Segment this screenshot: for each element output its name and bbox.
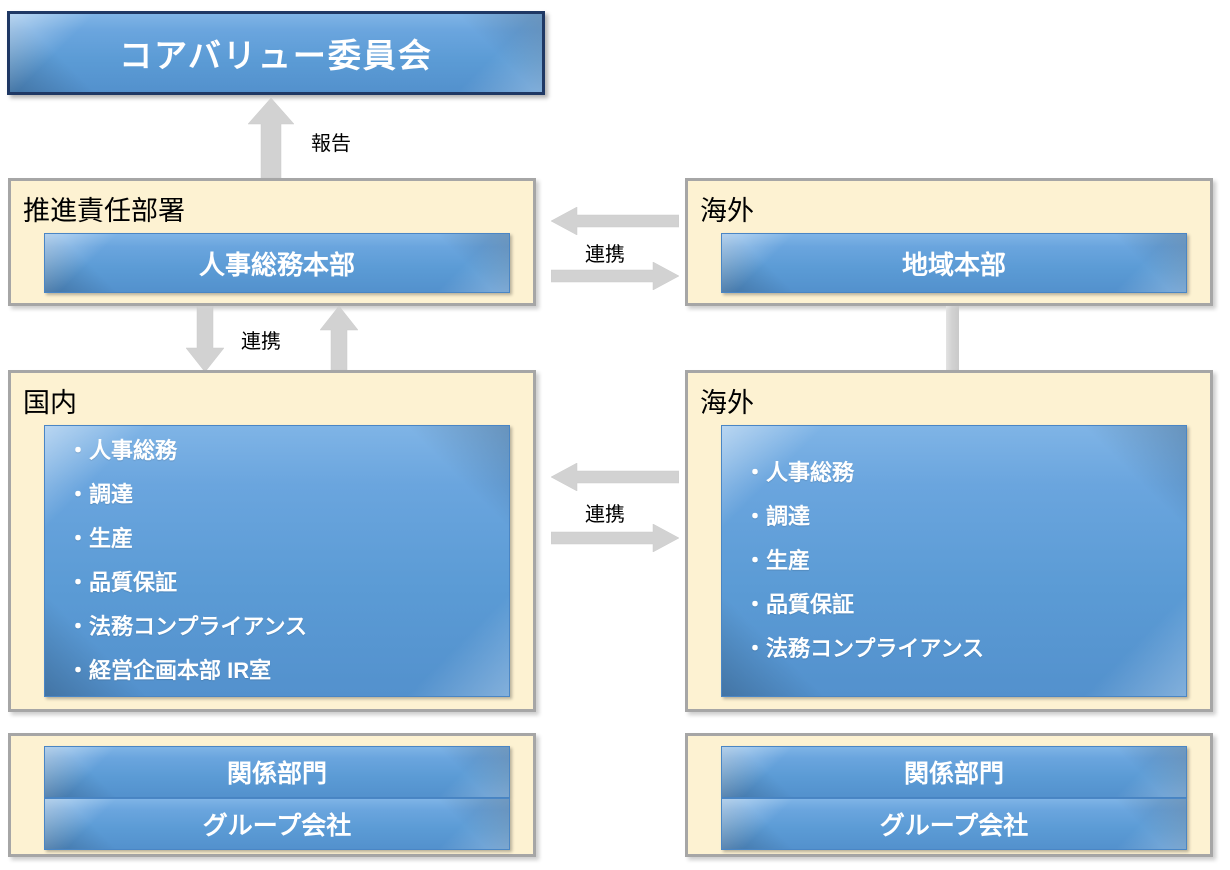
related-departments-panel-right: 関係部門 グループ会社 xyxy=(685,733,1213,857)
hr-general-affairs-hq-box[interactable]: 人事総務本部 xyxy=(44,233,510,293)
list-item: ・品質保証 xyxy=(744,592,855,617)
list-item: ・人事総務 xyxy=(67,438,178,463)
overseas-functions-box[interactable]: ・人事総務 ・調達 ・生産 ・品質保証 ・法務コンプライアンス xyxy=(721,425,1187,697)
list-item: ・法務コンプライアンス xyxy=(67,614,308,639)
cooperation-arrow-up xyxy=(320,306,358,372)
domestic-label: 国内 xyxy=(23,388,77,418)
domestic-functions-panel: 国内 ・人事総務 ・調達 ・生産 ・品質保証 ・法務コンプライアンス ・経営企画… xyxy=(8,370,536,712)
cooperation-label-top: 連携 xyxy=(585,244,625,266)
list-item: ・経営企画本部 IR室 xyxy=(67,658,272,683)
group-company-box-left[interactable]: グループ会社 xyxy=(44,798,510,850)
cooperation-label-mid: 連携 xyxy=(585,504,625,526)
cooperation-arrow-right-mid xyxy=(551,524,679,552)
list-item: ・生産 xyxy=(744,548,811,573)
overseas-functions-panel: 海外 ・人事総務 ・調達 ・生産 ・品質保証 ・法務コンプライアンス xyxy=(685,370,1213,712)
regional-hq-box[interactable]: 地域本部 xyxy=(721,233,1187,293)
promotion-department-panel: 推進責任部署 人事総務本部 xyxy=(8,178,536,306)
domestic-functions-list: ・人事総務 ・調達 ・生産 ・品質保証 ・法務コンプライアンス ・経営企画本部 … xyxy=(67,429,307,693)
group-company-label-right: グループ会社 xyxy=(879,812,1029,840)
regional-hq-label: 地域本部 xyxy=(901,249,1006,280)
group-company-label-left: グループ会社 xyxy=(202,812,352,840)
cooperation-arrow-left-top xyxy=(551,207,679,235)
overseas-hq-label: 海外 xyxy=(700,196,754,226)
cooperation-arrow-right-top xyxy=(551,262,679,290)
related-department-box-right[interactable]: 関係部門 xyxy=(721,746,1187,798)
cooperation-arrow-left-mid xyxy=(551,463,679,491)
cooperation-arrow-down xyxy=(186,306,224,372)
report-label: 報告 xyxy=(311,133,351,155)
list-item: ・調達 xyxy=(67,482,134,507)
related-department-label-right: 関係部門 xyxy=(903,760,1004,788)
list-item: ・生産 xyxy=(67,526,134,551)
report-arrow-up xyxy=(248,98,294,180)
cooperation-label-vertical: 連携 xyxy=(241,331,281,353)
overseas-hq-panel: 海外 地域本部 xyxy=(685,178,1213,306)
list-item: ・調達 xyxy=(744,504,811,529)
core-value-committee-label: コアバリュー委員会 xyxy=(119,37,433,74)
list-item: ・法務コンプライアンス xyxy=(744,636,985,661)
hr-general-affairs-hq-label: 人事総務本部 xyxy=(198,249,355,280)
related-department-label-left: 関係部門 xyxy=(226,760,327,788)
overseas-functions-list: ・人事総務 ・調達 ・生産 ・品質保証 ・法務コンプライアンス xyxy=(744,451,984,671)
promotion-department-label: 推進責任部署 xyxy=(23,196,185,226)
list-item: ・品質保証 xyxy=(67,570,178,595)
domestic-functions-box[interactable]: ・人事総務 ・調達 ・生産 ・品質保証 ・法務コンプライアンス ・経営企画本部 … xyxy=(44,425,510,697)
overseas-functions-label: 海外 xyxy=(700,388,754,418)
related-department-box-left[interactable]: 関係部門 xyxy=(44,746,510,798)
core-value-committee-box[interactable]: コアバリュー委員会 xyxy=(7,11,545,95)
overseas-connector-line xyxy=(946,306,959,372)
related-departments-panel-left: 関係部門 グループ会社 xyxy=(8,733,536,857)
list-item: ・人事総務 xyxy=(744,460,855,485)
group-company-box-right[interactable]: グループ会社 xyxy=(721,798,1187,850)
